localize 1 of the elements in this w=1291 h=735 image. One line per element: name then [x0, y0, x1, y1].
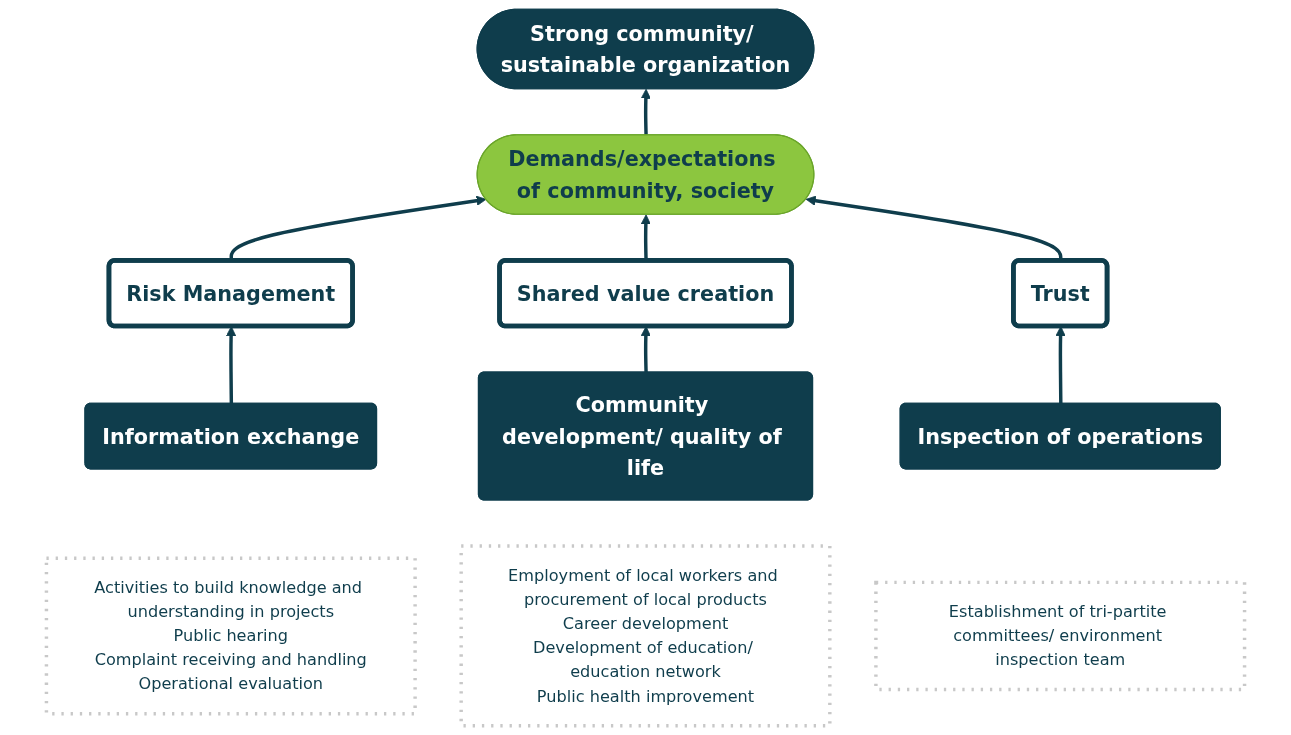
arrow [640, 88, 651, 136]
